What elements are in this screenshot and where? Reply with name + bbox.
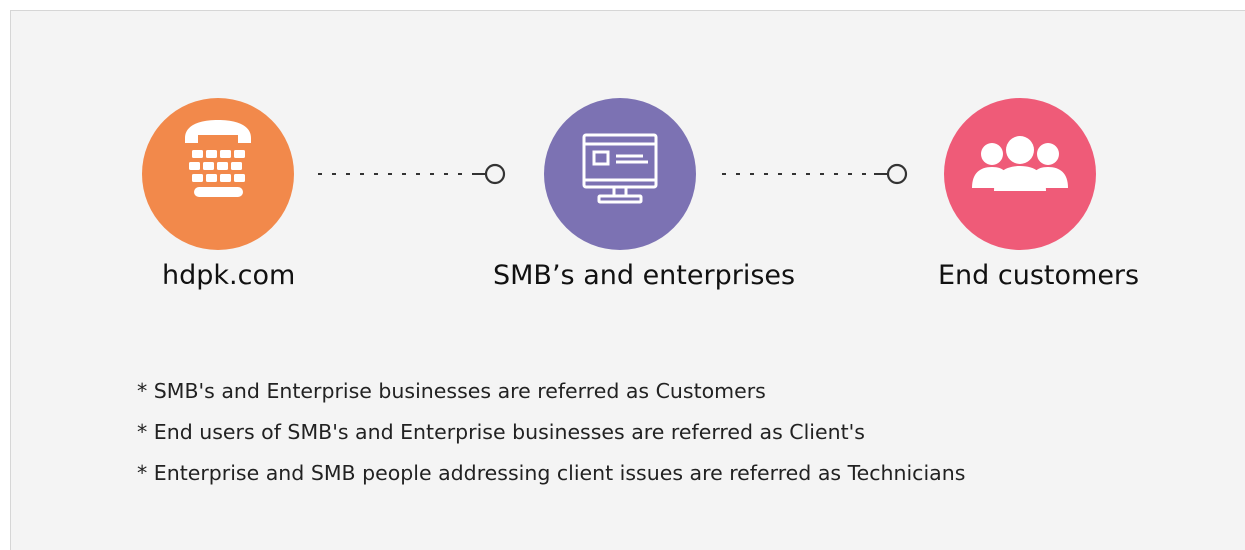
node-end-customers — [944, 98, 1096, 250]
notes-list: * SMB's and Enterprise businesses are re… — [137, 376, 965, 499]
note-technicians: * Enterprise and SMB people addressing c… — [137, 461, 966, 485]
node-label-hdpk: hdpk.com — [162, 260, 296, 291]
connector-end-circle — [886, 163, 908, 185]
node-label-end-customers: End customers — [938, 260, 1140, 291]
connector-2 — [722, 163, 908, 185]
users-group-icon — [944, 98, 1096, 250]
node-label-smb-enterprises: SMB’s and enterprises — [493, 260, 796, 291]
node-smb-enterprises — [544, 98, 696, 250]
node-hdpk — [142, 98, 294, 250]
telephone-icon — [142, 98, 294, 250]
connector-1 — [318, 163, 506, 185]
connector-end-circle — [484, 163, 506, 185]
note-customers: * SMB's and Enterprise businesses are re… — [137, 379, 766, 403]
monitor-icon — [544, 98, 696, 250]
note-clients: * End users of SMB's and Enterprise busi… — [137, 420, 865, 444]
